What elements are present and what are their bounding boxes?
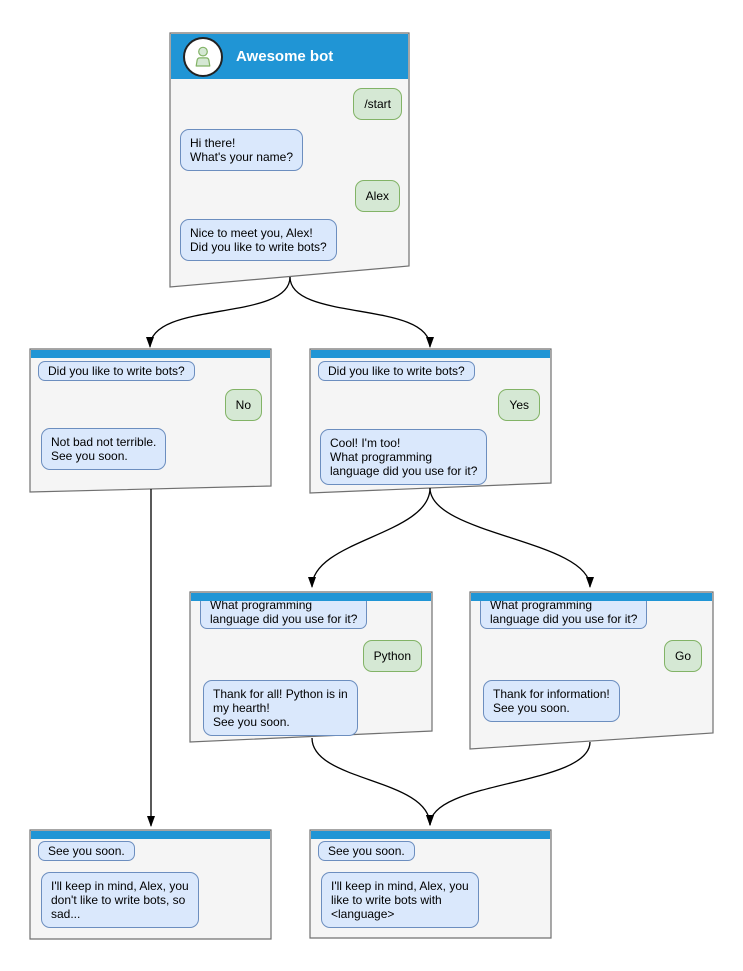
message-bubble-reply-end-no: I'll keep in mind, Alex, you don't like …	[41, 872, 199, 928]
message-bubble-reply-end-yes: I'll keep in mind, Alex, you like to wri…	[321, 872, 479, 928]
edge-yes-to-python	[308, 487, 431, 588]
edge-root-to-no	[146, 276, 291, 348]
message-bubble-reply-yes: Cool! I'm too! What programming language…	[320, 429, 488, 485]
chat-header-root: Awesome bot	[171, 34, 408, 79]
message-bubble-start: /start	[353, 88, 402, 120]
chat-window-end-no-body: See you soon. I'll keep in mind, Alex, y…	[30, 839, 271, 938]
message-bubble-answer-yes: Yes	[498, 389, 540, 421]
chat-window-python-body: What programming language did you use fo…	[190, 595, 432, 736]
person-icon	[195, 46, 211, 67]
message-bubble-reply-no: Not bad not terrible. See you soon.	[41, 428, 167, 470]
chat-header-yes	[311, 350, 550, 358]
message-bubble-answer-python: Python	[362, 640, 422, 672]
message-bubble-quote-no: Did you like to write bots?	[38, 361, 195, 381]
edge-go-to-end	[426, 741, 591, 826]
message-bubble-answer-go: Go	[663, 640, 702, 672]
chat-window-go-body: What programming language did you use fo…	[470, 595, 713, 736]
chat-header-end-no	[31, 831, 270, 839]
chat-window-end-yes-body: See you soon. I'll keep in mind, Alex, y…	[310, 839, 551, 937]
chat-window-root-body: /start Hi there! What's your name? Alex …	[170, 79, 409, 274]
message-bubble-alex: Alex	[354, 180, 400, 212]
bot-avatar	[183, 36, 223, 77]
message-bubble-quote-end-no: See you soon.	[38, 841, 135, 861]
edge-python-to-end	[311, 737, 434, 826]
chat-window-yes-body: Did you like to write bots? Yes Cool! I'…	[310, 358, 551, 488]
message-bubble-hi-there: Hi there! What's your name?	[180, 129, 304, 171]
bot-title: Awesome bot	[236, 48, 334, 65]
edge-root-to-yes	[289, 276, 434, 348]
chat-header-go	[471, 593, 712, 601]
chat-header-no	[31, 350, 270, 358]
message-bubble-reply-go: Thank for information! See you soon.	[483, 680, 620, 722]
message-bubble-reply-python: Thank for all! Python is in my hearth! S…	[203, 680, 358, 736]
chat-header-end-yes	[311, 831, 550, 839]
chat-window-no-body: Did you like to write bots? No Not bad n…	[30, 358, 271, 488]
message-bubble-nice-to-meet: Nice to meet you, Alex! Did you like to …	[180, 219, 337, 261]
message-bubble-quote-end-yes: See you soon.	[318, 841, 415, 861]
message-bubble-quote-yes: Did you like to write bots?	[318, 361, 475, 381]
message-bubble-answer-no: No	[224, 389, 262, 421]
edge-yes-to-go	[429, 487, 594, 588]
chat-header-python	[191, 593, 431, 601]
